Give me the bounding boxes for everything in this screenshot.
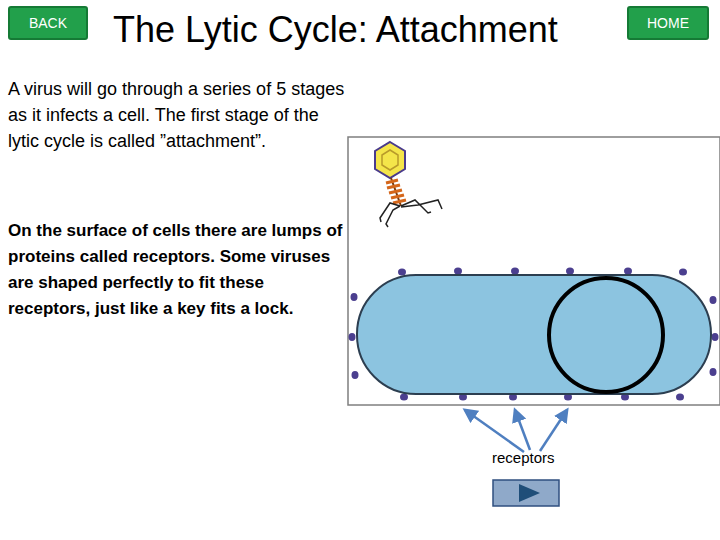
tail-fiber xyxy=(386,206,400,227)
tail-coil xyxy=(389,190,402,193)
tail-fibers xyxy=(380,200,442,227)
bacteriophage xyxy=(375,142,442,227)
tail-coils xyxy=(386,180,406,203)
slide-title: The Lytic Cycle: Attachment xyxy=(113,8,623,52)
receptor-dot xyxy=(352,371,359,379)
nav-button: HOME xyxy=(627,6,709,40)
receptor-dot xyxy=(454,268,462,275)
virus-head xyxy=(375,142,405,178)
receptor-dot xyxy=(566,268,574,275)
tail-coil xyxy=(387,185,400,188)
nav-button: BACK xyxy=(8,6,88,40)
receptor-dot xyxy=(679,269,687,276)
play-triangle xyxy=(519,484,540,502)
receptor-dot xyxy=(676,394,684,401)
leader-arrow xyxy=(540,410,567,451)
picture-frame xyxy=(348,137,720,405)
body-text: On the surface of cells there are lumps … xyxy=(8,218,350,322)
receptor-dot xyxy=(349,333,356,341)
receptor-group xyxy=(349,268,719,401)
receptor-dot xyxy=(712,333,719,341)
callout-label: receptors xyxy=(492,449,582,467)
cell-nucleus xyxy=(549,278,663,392)
receptor-dot xyxy=(511,268,519,275)
tail-fiber xyxy=(401,200,442,209)
tail-fiber xyxy=(380,203,400,222)
receptor-dot xyxy=(351,293,358,301)
receptor-dot xyxy=(624,268,632,275)
cell-body xyxy=(357,275,711,394)
leader-arrow xyxy=(515,410,530,450)
leader-arrow xyxy=(465,410,524,452)
play-button xyxy=(493,480,559,506)
receptor-dot xyxy=(710,368,717,376)
leader-arrows xyxy=(465,410,567,452)
receptor-dot xyxy=(710,296,717,304)
button-label: BACK xyxy=(29,15,67,31)
body-text: A virus will go through a series of 5 st… xyxy=(8,76,346,154)
tail-coil xyxy=(393,200,406,203)
receptor-dot xyxy=(398,269,406,276)
button-label: HOME xyxy=(647,15,689,31)
virus-head-inner xyxy=(382,150,398,170)
tail-coil xyxy=(391,195,404,198)
receptor-dot xyxy=(400,394,408,401)
tail-coil xyxy=(386,180,398,183)
